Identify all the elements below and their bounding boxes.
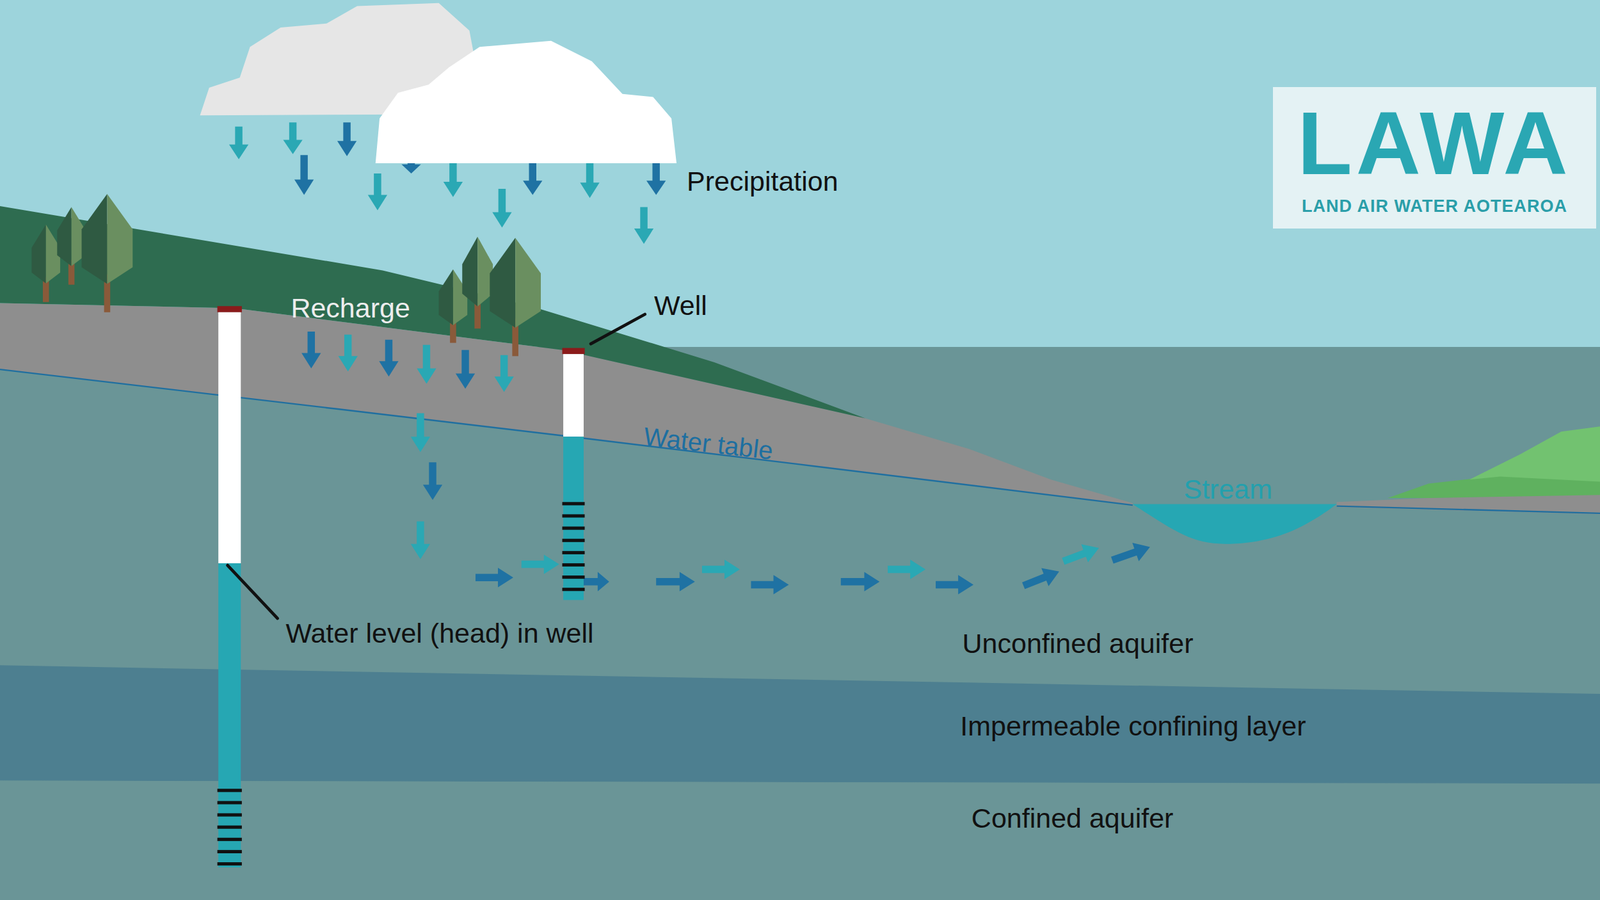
recharge-arrow (301, 331, 321, 368)
tree-crown (106, 193, 133, 285)
flow-arrow (475, 567, 514, 587)
diagram-label: Stream (1183, 474, 1273, 506)
rain-arrow (443, 163, 463, 198)
recharge-arrow (423, 462, 443, 500)
well-screen (562, 551, 585, 555)
flow-arrow (1061, 544, 1099, 565)
rain-arrow (282, 122, 303, 154)
well-screen (562, 513, 585, 518)
far-hill (1469, 426, 1600, 482)
well-screen (217, 813, 242, 817)
flow-arrow (583, 571, 610, 591)
flow-arrow (840, 571, 880, 591)
leader-line (227, 565, 278, 619)
well-screen (562, 501, 585, 505)
rain-arrow (294, 154, 314, 195)
label-holder: Precipitation (686, 165, 839, 198)
label-holder: Unconfined aquifer (962, 627, 1194, 660)
diagram-label: Precipitation (686, 165, 839, 198)
well-screen (562, 526, 585, 530)
label-holder: Stream (1183, 474, 1273, 506)
flow-arrow (521, 554, 560, 574)
recharge-arrow (338, 334, 358, 372)
well-screen (217, 837, 242, 841)
well-casing (563, 353, 584, 437)
well-screen (562, 563, 585, 567)
label-holder: Recharge (290, 292, 410, 324)
tree-crown (489, 237, 516, 328)
tree-crown (439, 269, 454, 326)
well-screen (217, 825, 242, 829)
recharge-arrow (410, 413, 431, 453)
flow-arrow (887, 559, 926, 579)
diagram-label: Confined aquifer (971, 802, 1174, 834)
rain-arrow (522, 163, 543, 195)
rain-arrow (337, 122, 357, 157)
recharge-arrow (410, 521, 431, 560)
diagram-label: Water level (head) in well (285, 617, 594, 649)
rain-arrow (368, 173, 388, 210)
well-screen (562, 587, 585, 591)
diagram-label: Recharge (290, 292, 410, 324)
well-cap (217, 305, 242, 313)
diagram-label: Water table (641, 421, 775, 466)
flow-arrow (656, 571, 696, 591)
tree-crown (56, 207, 72, 267)
well-screen (217, 788, 242, 792)
stream (1132, 503, 1337, 544)
flow-arrow (935, 574, 974, 594)
tree-crown (81, 193, 108, 285)
recharge-arrow (416, 344, 436, 384)
diagram-label: Well (654, 290, 708, 322)
rain-arrow (492, 188, 512, 228)
well-screen (217, 862, 242, 866)
label-holder: Impermeable confining layer (960, 710, 1306, 742)
diagram-label: Impermeable confining layer (960, 710, 1306, 742)
rain-arrow (646, 163, 666, 195)
recharge-arrow (455, 350, 475, 390)
logo-box: LAWA LAND AIR WATER AOTEAROA (1272, 87, 1597, 229)
water-table-line (1336, 506, 1600, 514)
label-holder: Well (654, 290, 708, 322)
tree-crown (31, 224, 46, 284)
well-casing (218, 312, 241, 564)
well-cap (562, 348, 585, 355)
leader-line (590, 314, 646, 344)
flow-arrow (702, 559, 740, 579)
well-screen (562, 538, 585, 543)
recharge-arrow (494, 355, 514, 392)
flow-arrow (1111, 542, 1151, 564)
well-water (218, 563, 241, 868)
rain-arrow (634, 207, 654, 244)
cloud (375, 40, 677, 164)
well-screen (217, 849, 242, 854)
label-holder: Confined aquifer (971, 802, 1174, 834)
flow-arrow (750, 574, 789, 594)
tree-crown (515, 237, 541, 328)
label-holder: Water level (head) in well (285, 617, 594, 649)
label-holder: Water table (641, 421, 775, 466)
logo-wordmark: LAWA (1297, 98, 1572, 189)
well-screen (562, 575, 585, 579)
rain-arrow (579, 163, 600, 198)
diagram-label: Unconfined aquifer (962, 627, 1194, 660)
well-screen (217, 800, 242, 804)
rain-arrow (229, 126, 249, 160)
tree-crown (462, 236, 478, 307)
flow-arrow (1022, 568, 1060, 590)
logo-subtitle: LAND AIR WATER AOTEAROA (1301, 195, 1568, 217)
recharge-arrow (378, 339, 399, 377)
